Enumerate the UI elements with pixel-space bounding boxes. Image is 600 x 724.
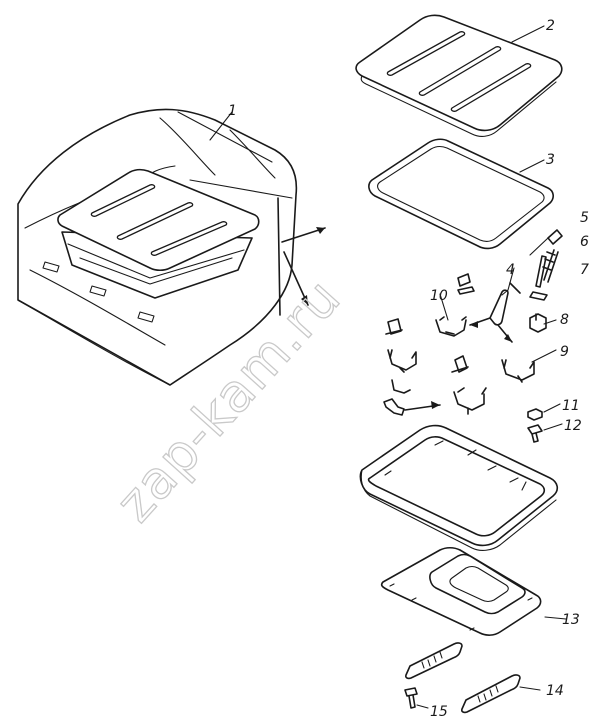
part-6-spring <box>542 249 559 283</box>
callout-9: 9 <box>560 344 569 360</box>
part-7-bolt <box>529 255 548 301</box>
callout-2: 2 <box>546 18 555 34</box>
clip-center <box>451 355 469 373</box>
part-14-hinge-strip <box>461 674 541 714</box>
clip-left-top <box>385 318 403 335</box>
callout-6: 6 <box>580 234 589 250</box>
hinge-link <box>383 398 441 416</box>
bracket-center-low <box>453 387 487 415</box>
part-10-bracket <box>435 316 467 337</box>
leader-lines <box>209 25 563 431</box>
callout-4: 4 <box>506 262 515 278</box>
callout-8: 8 <box>560 312 569 328</box>
clip-top <box>457 273 475 295</box>
part-12-screw <box>527 424 543 443</box>
reference-arrows <box>277 197 326 316</box>
hatch-frame <box>359 424 559 551</box>
part-8-bracket <box>529 313 547 333</box>
watermark: zap-kam.ru <box>104 267 353 534</box>
callout-13: 13 <box>562 612 580 628</box>
part-2-lid <box>355 14 563 137</box>
watermark-text: zap-kam.ru <box>105 268 353 534</box>
callout-11: 11 <box>562 398 580 414</box>
callout-10: 10 <box>430 288 448 304</box>
callout-1: 1 <box>228 103 237 119</box>
part-11-nut <box>527 408 543 421</box>
bracket-left-mid <box>387 349 417 373</box>
bracket-left-low <box>391 379 411 394</box>
cab-roof <box>17 108 298 386</box>
part-5-screw-tip <box>529 229 563 256</box>
part-4-handle <box>489 282 521 326</box>
callout-12: 12 <box>564 418 582 434</box>
part-9-bracket <box>501 359 535 383</box>
part-3-seal <box>368 138 554 250</box>
callout-5: 5 <box>580 210 589 226</box>
arrow-handle <box>469 317 513 343</box>
callout-labels: 1 2 3 4 5 6 7 8 9 10 11 12 13 14 15 <box>228 18 589 720</box>
part-15-screw <box>404 687 429 709</box>
hinge-strip-upper <box>405 642 463 680</box>
callout-15: 15 <box>430 704 448 720</box>
hatch-assembled <box>57 168 260 299</box>
callout-3: 3 <box>546 152 555 168</box>
callout-7: 7 <box>580 262 589 278</box>
part-13-base <box>380 546 567 636</box>
callout-14: 14 <box>546 683 564 699</box>
